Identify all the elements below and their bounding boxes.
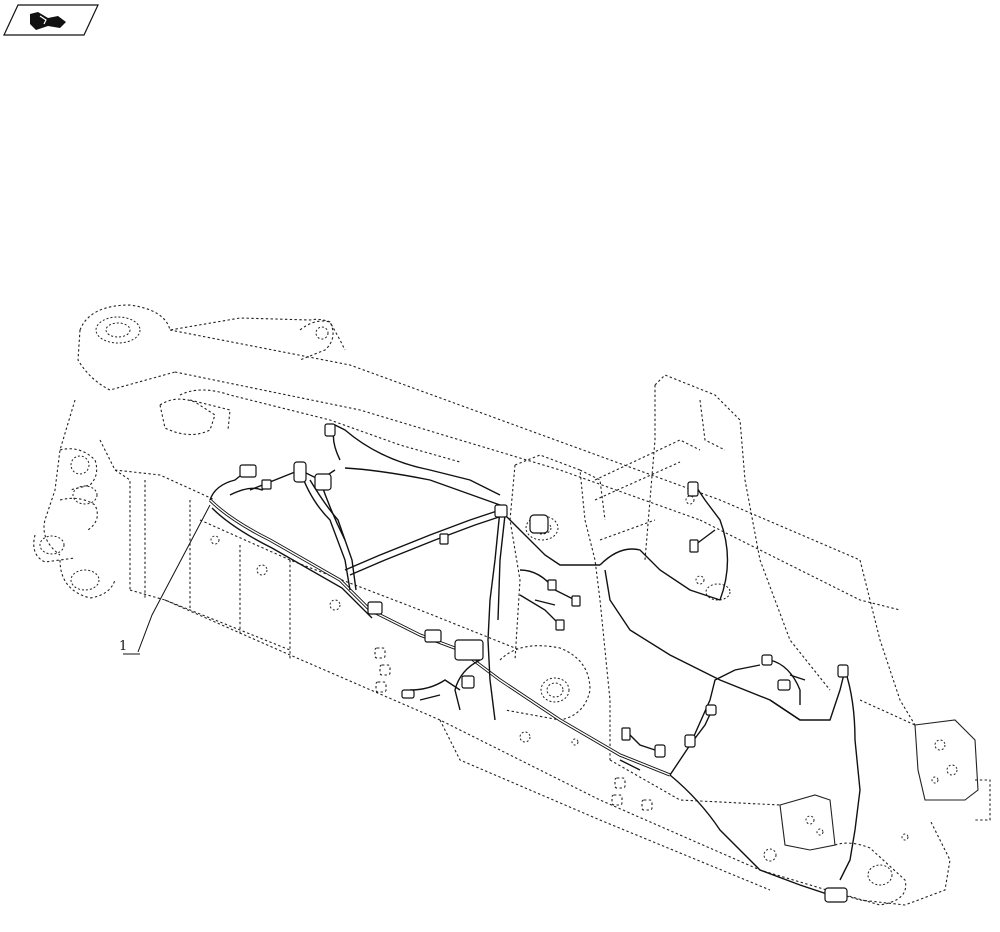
assembly-view-icon bbox=[3, 4, 99, 36]
callout-1-label: 1 bbox=[119, 639, 128, 654]
harness-connectors bbox=[239, 423, 849, 903]
callout-1-leader bbox=[123, 504, 211, 655]
chassis-frame bbox=[33, 304, 991, 906]
